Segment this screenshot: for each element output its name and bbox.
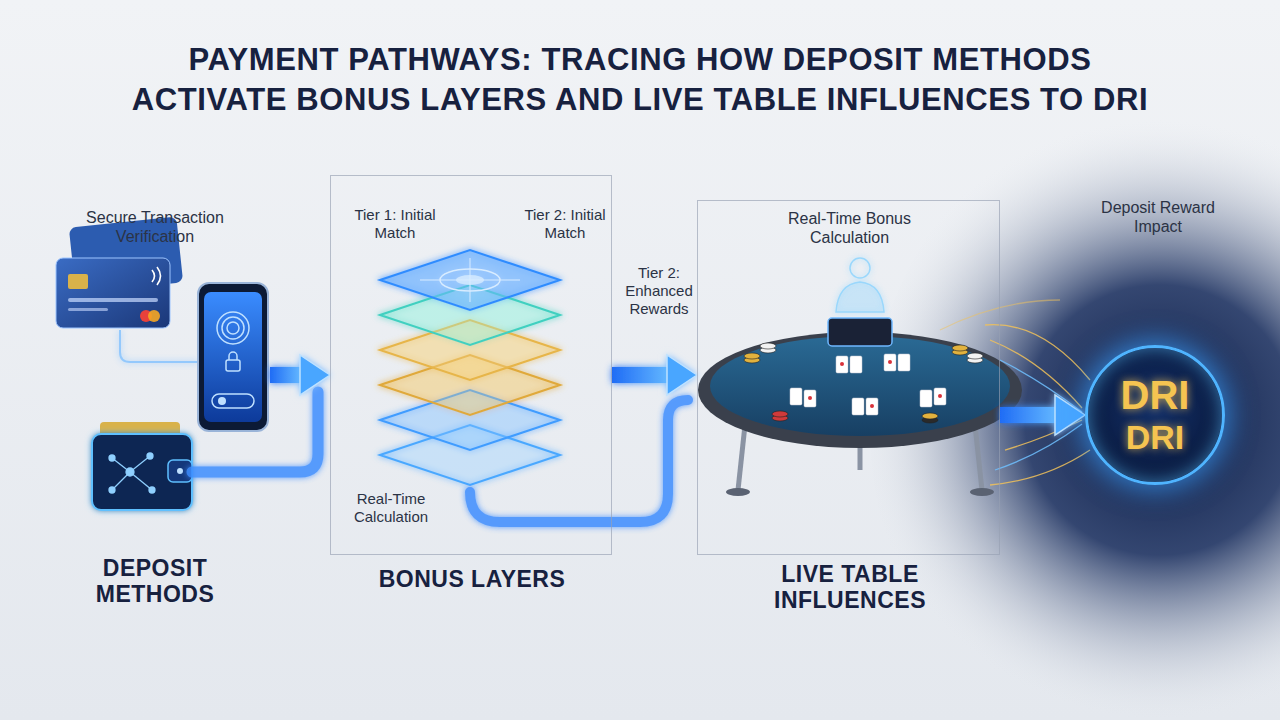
flow-arrow: [1000, 395, 1085, 435]
tier-label: Tier 1: Initial Match: [339, 206, 451, 242]
flow-arrow: [270, 355, 330, 395]
bonus-layers-frame: Tier 1: Initial Match Tier 2: Initial Mat…: [330, 175, 612, 555]
stage-heading: DEPOSIT METHODS: [70, 555, 240, 608]
light-fibres: [940, 300, 1090, 485]
diagram-title: PAYMENT PATHWAYS: TRACING HOW DEPOSIT ME…: [60, 40, 1220, 121]
blackjack-table: [698, 258, 1022, 496]
tier-label: Tier 2: Enhanced Rewards: [621, 264, 697, 318]
stage-caption: Secure Transaction Verification: [50, 208, 260, 246]
wallet-icon: [92, 422, 192, 510]
dri-label: DRI: [1126, 420, 1185, 456]
tier-label: Tier 2: Initial Match: [517, 206, 613, 242]
bonus-layer-stack: [380, 250, 560, 485]
dri-label: DRI: [1121, 374, 1190, 416]
live-table-frame: Real-Time Bonus CalculationLIVE TABLE IN…: [697, 200, 1000, 555]
phone-icon: [198, 283, 268, 431]
stage-heading: LIVE TABLE INFLUENCES: [760, 561, 940, 614]
calculation-label: Real-Time Calculation: [339, 490, 443, 526]
dealer-hologram: [836, 258, 884, 312]
stage-caption: Real-Time Bonus Calculation: [758, 209, 941, 247]
deposit-methods-group: Secure Transaction VerificationDEPOSIT M…: [40, 200, 270, 610]
stage-heading: BONUS LAYERS: [331, 566, 613, 592]
dri-circle: Deposit Reward ImpactDRIDRI: [1085, 345, 1225, 485]
flow-arrow: [612, 355, 697, 395]
stage-caption: Deposit Reward Impact: [1083, 198, 1233, 236]
